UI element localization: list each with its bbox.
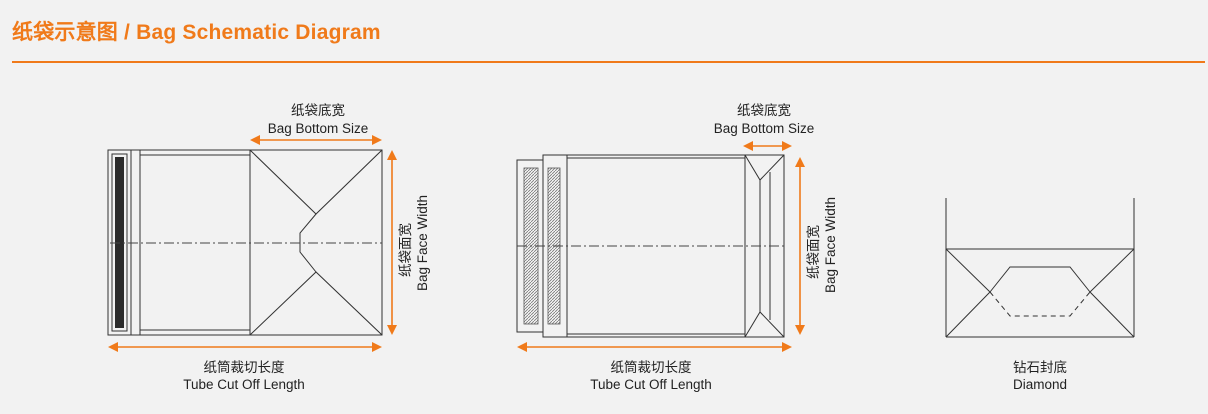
diagram-1-bag bbox=[107, 149, 383, 336]
diagram-3-diamond-bottom bbox=[945, 198, 1135, 338]
diagram-2-bag bbox=[516, 154, 785, 338]
diagram-1-face-label-en: Bag Face Width bbox=[415, 195, 430, 291]
diagram-3-label-cn: 钻石封底 bbox=[1013, 360, 1067, 375]
diagram-1-length-label-cn: 纸筒裁切长度 bbox=[204, 359, 285, 375]
diagram-2-face-label-en: Bag Face Width bbox=[823, 197, 838, 293]
title-underline bbox=[12, 61, 1205, 63]
diagram-1-bottom-label-en: Bag Bottom Size bbox=[268, 121, 369, 136]
diagram-3-label-en: Diamond bbox=[1013, 377, 1067, 392]
diagram-1-face-label-cn: 纸袋面宽 bbox=[397, 223, 413, 277]
diagram-1-bottom-label-cn: 纸袋底宽 bbox=[291, 102, 345, 118]
diagram-1-dimensions bbox=[108, 135, 397, 352]
diagram-1-length-label-en: Tube Cut Off Length bbox=[183, 377, 305, 392]
diagram-2-bottom-label-cn: 纸袋底宽 bbox=[737, 102, 791, 118]
diagram-2-length-label-cn: 纸筒裁切长度 bbox=[611, 359, 692, 375]
diagram-2-bottom-label-en: Bag Bottom Size bbox=[714, 121, 815, 136]
diagram-2-face-label-cn: 纸袋面宽 bbox=[805, 225, 821, 279]
page-title: 纸袋示意图 / Bag Schematic Diagram bbox=[12, 21, 381, 44]
diagram-2-length-label-en: Tube Cut Off Length bbox=[590, 377, 712, 392]
diagram-2-dimensions bbox=[517, 141, 805, 352]
